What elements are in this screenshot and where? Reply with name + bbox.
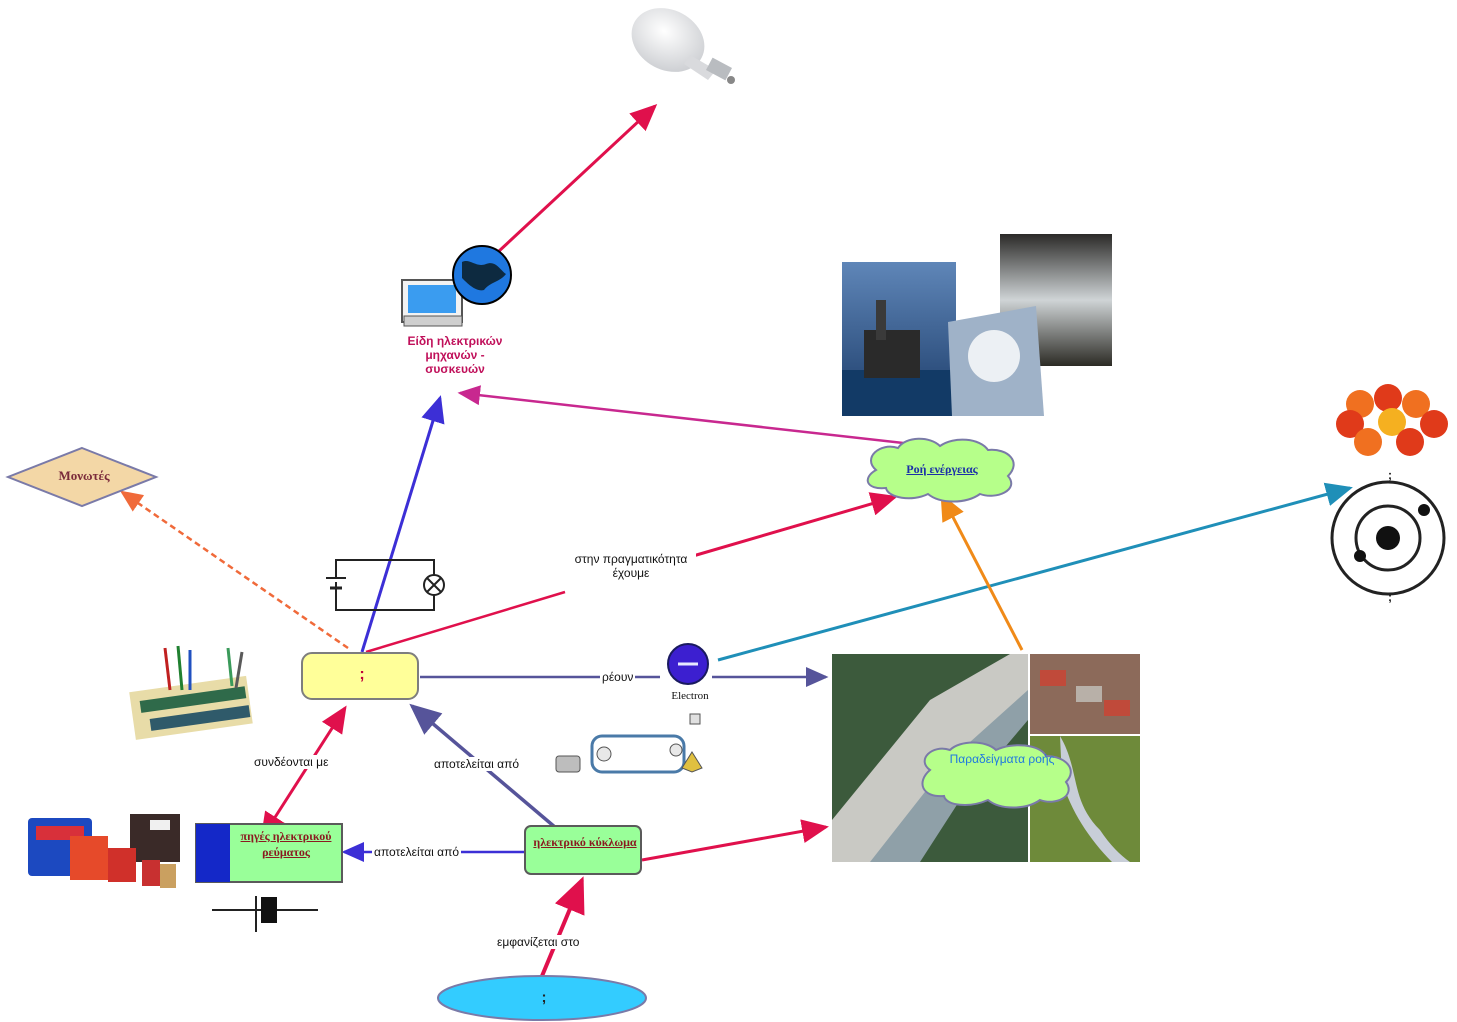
atom-question-2: ; bbox=[1388, 590, 1392, 604]
electron-icon bbox=[667, 643, 709, 685]
atom-question-1: ; bbox=[1388, 468, 1392, 482]
electron-label: Electron bbox=[671, 690, 709, 702]
energy-photos bbox=[842, 234, 1112, 416]
wires-photo bbox=[129, 645, 253, 740]
arrow-reality-to-energy bbox=[692, 492, 898, 558]
computer-globe-icon bbox=[401, 245, 512, 327]
arrow-energy-to-devices bbox=[457, 385, 913, 446]
flow-examples-node[interactable] bbox=[921, 741, 1072, 809]
devices-node-label[interactable]: Είδη ηλεκτρικών μηχανών - συσκευών bbox=[407, 334, 503, 376]
battery-symbol-icon bbox=[212, 896, 318, 932]
center-node-label: ; bbox=[359, 666, 365, 683]
arrow-bottom-to-circuit bbox=[540, 876, 585, 977]
batteries-photo bbox=[28, 814, 180, 888]
bottom-node[interactable] bbox=[437, 975, 647, 1021]
circuit-node-label[interactable]: ηλεκτρικό κύκλωμα bbox=[533, 835, 637, 849]
center-node[interactable] bbox=[301, 652, 419, 700]
atom-orbit-icon bbox=[1330, 480, 1446, 596]
link-label-consists-of-1: αποτελείται από bbox=[432, 757, 522, 771]
link-label-appears-in: εμφανίζεται στο bbox=[495, 935, 582, 949]
arrow-center-to-insulators bbox=[119, 490, 349, 650]
sources-node-label[interactable]: πηγές ηλεκτρικού ρεύματος bbox=[240, 829, 332, 859]
nucleus-icon bbox=[1336, 384, 1448, 456]
insulators-node-label: Μονωτές bbox=[58, 468, 110, 483]
arrow-electron-to-atom bbox=[717, 482, 1353, 662]
arrow-center-to-energy bbox=[365, 590, 566, 654]
arrow-circuit-to-flow bbox=[641, 819, 829, 862]
arrow-center-to-devices bbox=[360, 395, 445, 653]
insulators-node[interactable] bbox=[5, 446, 159, 508]
energy-flow-node[interactable] bbox=[866, 437, 1015, 503]
sources-node[interactable] bbox=[195, 823, 343, 883]
flow-examples-label[interactable]: Παραδείγματα ροής bbox=[949, 752, 1055, 766]
circuit-kit-icon bbox=[555, 713, 703, 774]
light-bulb-icon bbox=[631, 8, 735, 84]
circuit-node[interactable] bbox=[524, 825, 642, 875]
link-label-flow: ρέουν bbox=[600, 670, 636, 684]
link-label-consists-of-2: αποτελείται από bbox=[372, 845, 462, 859]
energy-flow-label[interactable]: Ροή ενέργειας bbox=[906, 462, 978, 476]
arrow-flow-to-energy bbox=[940, 493, 1024, 651]
arrow-devices-to-bulb bbox=[496, 103, 658, 254]
bottom-node-label: ; bbox=[541, 989, 547, 1006]
circuit-schematic-icon bbox=[326, 559, 445, 611]
link-label-in-reality: στην πραγματικότητα έχουμε bbox=[566, 552, 696, 580]
link-label-connected-with: συνδέονται με bbox=[252, 755, 331, 769]
